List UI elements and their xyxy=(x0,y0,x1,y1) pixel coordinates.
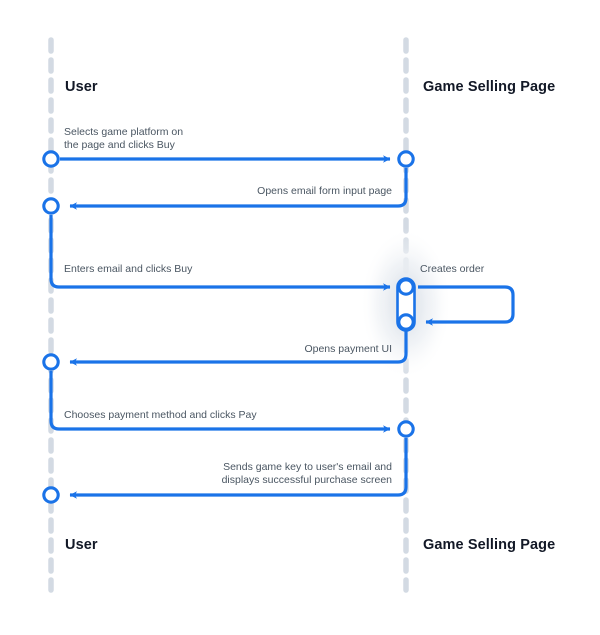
endpoint-circle-page-2 xyxy=(397,278,415,296)
message-label-3: Enters email and clicks Buy xyxy=(64,263,193,275)
message-label-6: Chooses payment method and clicks Pay xyxy=(64,409,257,421)
message-arrow-4-self-loop xyxy=(418,285,515,326)
endpoint-circle-page-1 xyxy=(397,150,415,168)
message-arrow-7 xyxy=(69,438,408,499)
endpoint-circle-user-3 xyxy=(42,353,60,371)
message-label-7: Sends game key to user's email and displ… xyxy=(221,461,392,486)
endpoint-circle-page-4 xyxy=(397,420,415,438)
message-label-2: Opens email form input page xyxy=(257,185,392,197)
message-arrow-3 xyxy=(49,215,391,291)
actor-label-user-top: User xyxy=(65,79,98,95)
endpoint-circle-user-1 xyxy=(42,150,60,168)
actor-label-game-selling-page-top: Game Selling Page xyxy=(423,79,556,95)
message-label-5: Opens payment UI xyxy=(304,343,392,355)
message-arrow-2 xyxy=(69,168,408,210)
actor-label-game-selling-page-bottom: Game Selling Page xyxy=(423,537,556,553)
message-arrow-6 xyxy=(49,371,391,433)
endpoint-circle-user-2 xyxy=(42,197,60,215)
actor-label-user-bottom: User xyxy=(65,537,98,553)
endpoint-circle-user-4 xyxy=(42,486,60,504)
message-label-4-creates-order: Creates order xyxy=(420,263,485,275)
message-label-1: Selects game platform on the page and cl… xyxy=(64,126,184,151)
endpoint-circle-page-3 xyxy=(397,313,415,331)
message-endpoint-markers xyxy=(42,150,415,504)
message-arrow-5 xyxy=(69,331,408,366)
